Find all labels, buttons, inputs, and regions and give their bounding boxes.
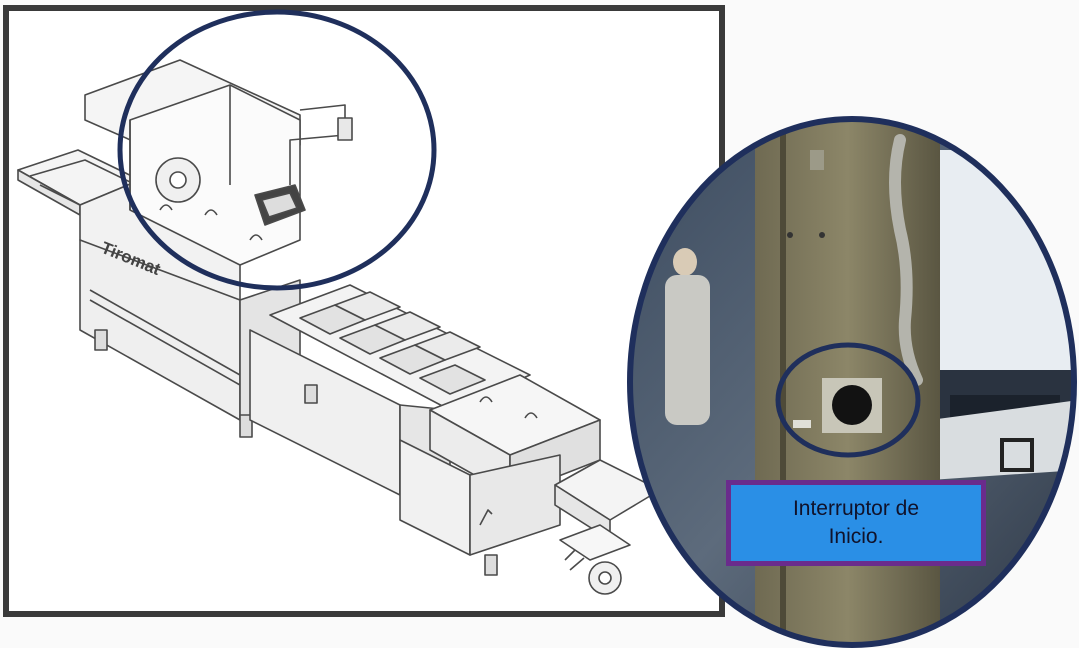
start-switch <box>832 385 872 425</box>
photo-border-circle <box>627 116 1077 648</box>
tray-cavities <box>299 291 486 395</box>
callout-line-1: Interruptor de <box>792 497 920 520</box>
machine-drawing-panel: Tiromat <box>3 5 725 617</box>
highlight-circle-control-unit <box>117 9 437 291</box>
highlight-circle-start-switch <box>775 342 921 458</box>
photo-inset <box>627 116 1077 648</box>
start-switch-callout: Interruptor de Inicio. <box>726 480 986 566</box>
callout-line-2: Inicio. <box>828 525 884 548</box>
